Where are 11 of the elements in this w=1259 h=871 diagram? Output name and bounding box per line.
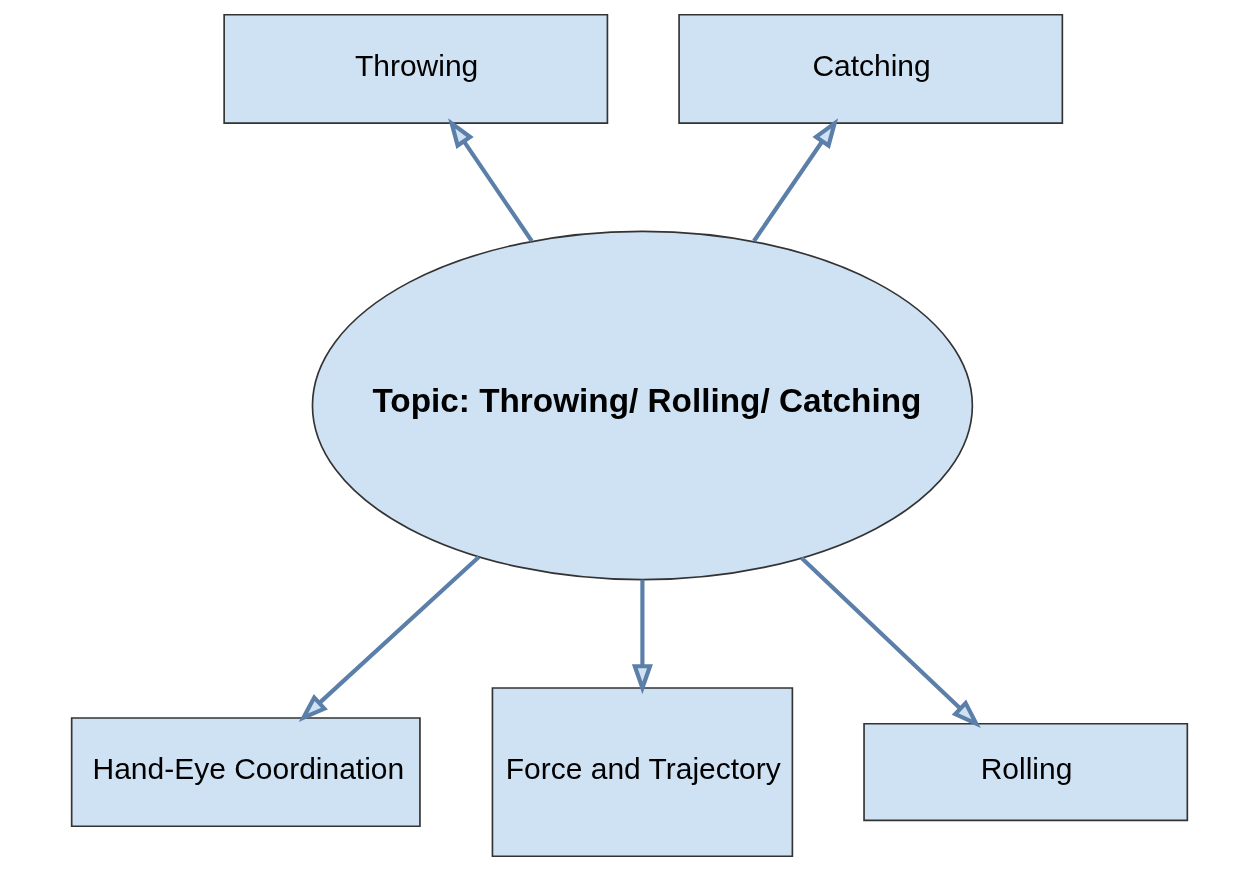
arrow [752,118,839,243]
node-box: Rolling [863,722,1189,822]
arrow [448,118,534,243]
node-box: Throwing [223,13,609,124]
node-ellipse: Topic: Throwing/ Rolling/ Catching [311,230,974,581]
arrow [800,556,981,728]
arrow [298,555,481,722]
arrow [631,579,653,695]
node-box: Force and Trajectory [491,687,794,858]
node-box: Catching [678,13,1064,124]
node-box: Hand-Eye Coordination [70,717,421,828]
